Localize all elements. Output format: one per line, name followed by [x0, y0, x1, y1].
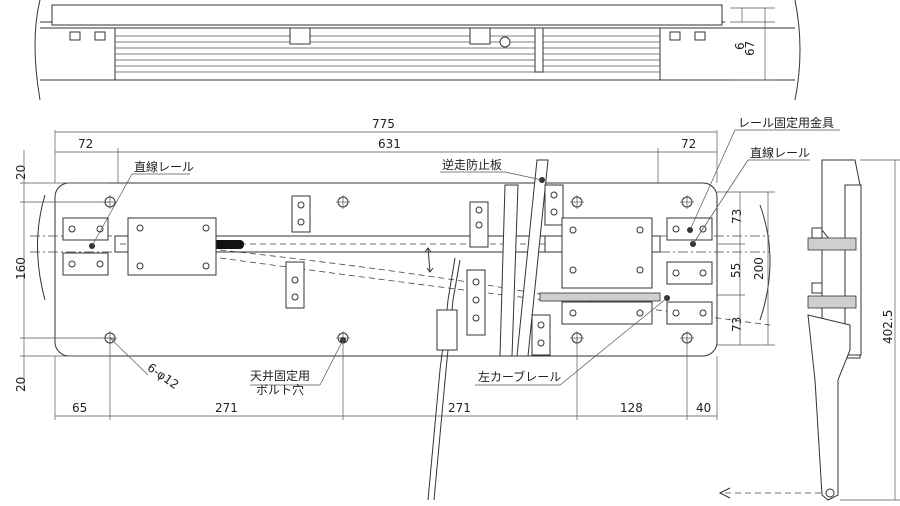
dim-right-margin: 72 — [681, 137, 696, 151]
dim-right-73-bottom: 73 — [730, 317, 744, 332]
dim-bottom-40: 40 — [696, 401, 711, 415]
dim-6: 6 — [733, 42, 747, 50]
dim-inner-span: 631 — [378, 137, 401, 151]
label-hole-spec: 6-φ12 — [145, 360, 182, 392]
label-straight-rail-left: 直線レール — [134, 159, 194, 174]
plan-view: 775 72 631 72 20 160 20 73 55 73 200 65 … — [14, 115, 840, 501]
label-ceiling-bolt-hole-line2: ボルト穴 — [256, 382, 304, 397]
dim-right-55: 55 — [729, 263, 743, 278]
dim-left-margin: 72 — [78, 137, 93, 151]
side-hanger-arm — [807, 314, 851, 501]
dim-67: 67 — [743, 41, 757, 56]
label-straight-rail-right: 直線レール — [750, 145, 810, 160]
break-line-plan-right — [759, 204, 771, 321]
label-rail-fixing-bracket: レール固定用金具 — [738, 115, 834, 130]
dim-side-height: 402.5 — [881, 310, 895, 344]
break-line-left — [34, 0, 41, 101]
dim-left-height-bottom: 20 — [14, 377, 28, 392]
side-rail-profile-top — [807, 237, 857, 251]
dim-right-73-top: 73 — [730, 209, 744, 224]
dim-left-height-top: 20 — [14, 165, 28, 180]
break-line-plan-left — [37, 194, 46, 301]
dim-overall-width: 775 — [372, 117, 395, 131]
label-reverse-stop-plate: 逆走防止板 — [442, 157, 502, 172]
label-ceiling-bolt-hole-line1: 天井固定用 — [250, 368, 310, 383]
dim-bottom-128: 128 — [620, 401, 643, 415]
left-curve-rail — [539, 292, 661, 302]
base-plate — [54, 182, 718, 357]
reverse-stop-plate — [516, 159, 549, 357]
dim-bottom-271-a: 271 — [215, 401, 238, 415]
dim-bottom-271-b: 271 — [448, 401, 471, 415]
break-line-right — [794, 0, 801, 101]
dim-left-height-mid: 160 — [14, 257, 28, 280]
side-view: 402.5 — [718, 159, 900, 501]
top-elevation-view: 6 67 — [34, 0, 801, 101]
dim-right-200: 200 — [752, 257, 766, 280]
side-rail-profile-bottom — [807, 295, 857, 309]
dim-bottom-65: 65 — [72, 401, 87, 415]
label-left-curve-rail: 左カーブレール — [478, 369, 561, 384]
